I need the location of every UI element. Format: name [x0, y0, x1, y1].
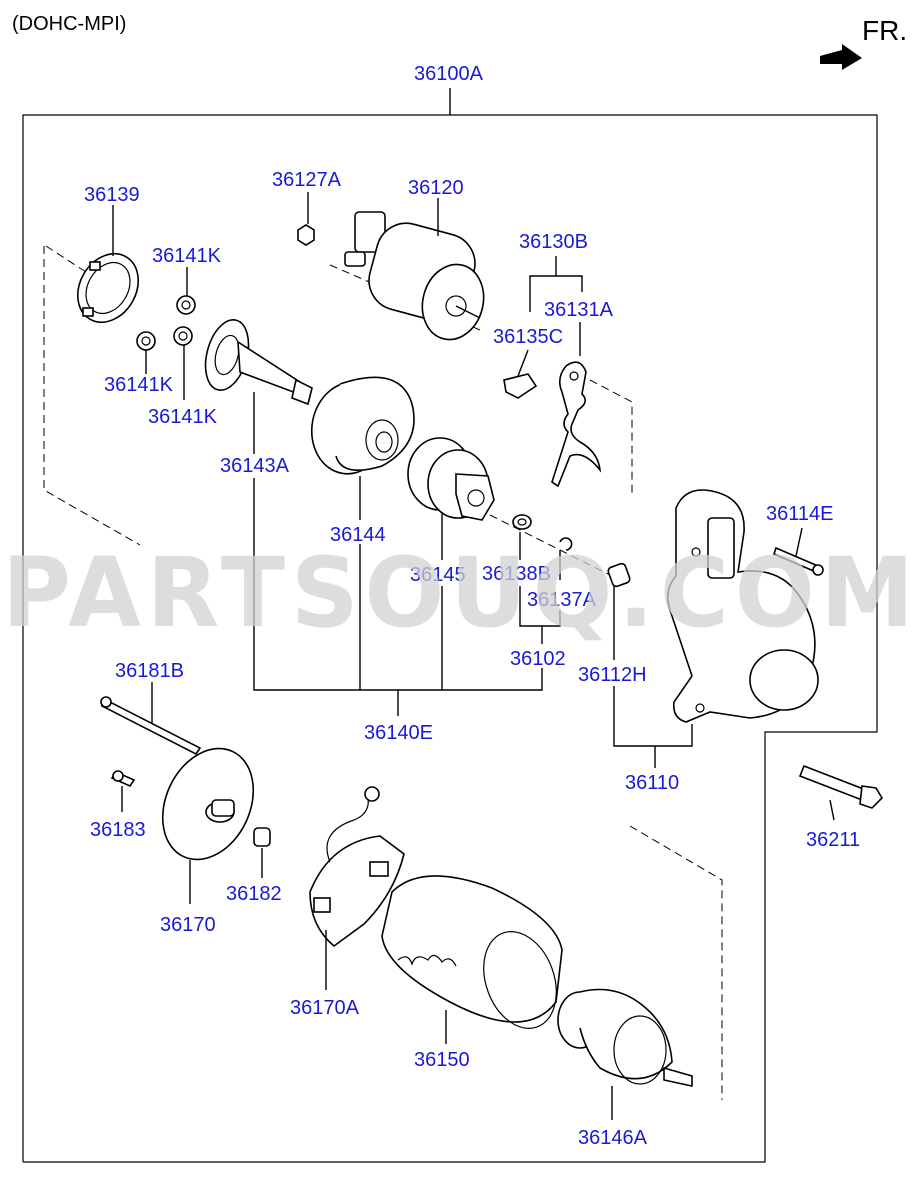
callout-36141K-top[interactable]: 36141K	[152, 245, 222, 267]
callout-36135C[interactable]: 36135C	[493, 326, 563, 348]
pinion-clutch-36145[interactable]	[407, 437, 495, 521]
callout-36183[interactable]: 36183	[90, 819, 146, 841]
callout-36145[interactable]: 36145	[410, 564, 466, 586]
bolt-36211[interactable]	[798, 764, 884, 809]
callout-36130B[interactable]: 36130B	[519, 231, 588, 253]
callout-36144[interactable]: 36144	[330, 524, 386, 546]
callout-36102[interactable]: 36102	[510, 648, 566, 670]
planet-shaft-36143A[interactable]	[198, 315, 313, 406]
front-arrow-icon	[820, 44, 862, 70]
callout-36110[interactable]: 36110	[625, 772, 679, 794]
solenoid-36120[interactable]	[344, 211, 492, 346]
rear-cover-36170[interactable]	[145, 734, 270, 875]
callout-36182[interactable]: 36182	[226, 883, 282, 905]
callout-36181B[interactable]: 36181B	[115, 660, 184, 682]
screw-36114E[interactable]	[773, 546, 824, 576]
callout-36146A[interactable]: 36146A	[578, 1127, 648, 1149]
screw-36183[interactable]	[110, 770, 136, 788]
assembly-frame	[22, 88, 878, 1163]
washer-36138B[interactable]	[512, 514, 532, 530]
armature-36146A[interactable]	[557, 988, 693, 1087]
callout-36114E[interactable]: 36114E	[766, 503, 833, 525]
watermark-text: PARTSOUQ.COM	[2, 537, 920, 649]
callout-36140E[interactable]: 36140E	[364, 722, 433, 744]
brush-holder-36170A[interactable]	[309, 786, 405, 948]
front-direction-label: FR.	[862, 15, 907, 46]
callout-36150[interactable]: 36150	[414, 1049, 470, 1071]
callout-36137A[interactable]: 36137A	[527, 589, 597, 611]
bushing-36182[interactable]	[253, 827, 271, 847]
callout-36139[interactable]: 36139	[84, 184, 140, 206]
engine-variant-label: (DOHC-MPI)	[12, 13, 126, 35]
bushing-36112H[interactable]	[607, 562, 631, 588]
plunger-36135C[interactable]	[503, 373, 538, 399]
callout-36170[interactable]: 36170	[160, 914, 216, 936]
callout-36141K-left[interactable]: 36141K	[104, 374, 174, 396]
callout-36131A[interactable]: 36131A	[544, 299, 614, 321]
nut-36127A[interactable]	[297, 224, 315, 246]
callout-36170A[interactable]: 36170A	[290, 997, 360, 1019]
planet-gear-bottom[interactable]	[173, 326, 193, 346]
callout-36141K-bottom[interactable]: 36141K	[148, 406, 218, 428]
through-bolt-36181B[interactable]	[100, 696, 202, 756]
callout-36100A[interactable]: 36100A	[414, 63, 484, 85]
callout-36127A[interactable]: 36127A	[272, 169, 342, 191]
leader-lines	[112, 192, 835, 1120]
front-housing-36110[interactable]	[667, 489, 819, 723]
clip-36137A[interactable]	[559, 537, 573, 551]
callout-36143A[interactable]: 36143A	[220, 455, 290, 477]
planet-gear-top[interactable]	[176, 295, 196, 315]
brush-holder-plate-36139[interactable]	[66, 243, 150, 333]
callout-36211[interactable]: 36211	[806, 829, 860, 851]
callout-36120[interactable]: 36120	[408, 177, 464, 199]
gear-housing-36144[interactable]	[305, 376, 415, 480]
lever-36131A[interactable]	[551, 361, 602, 488]
planet-gear-left[interactable]	[136, 331, 156, 351]
yoke-36150[interactable]	[381, 875, 569, 1039]
callout-36138B[interactable]: 36138B	[482, 563, 551, 585]
callout-36112H[interactable]: 36112H	[578, 664, 647, 686]
